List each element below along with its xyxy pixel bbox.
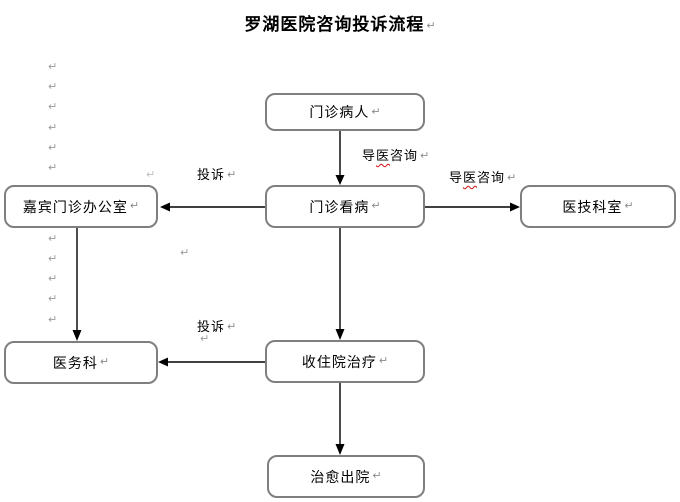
return-mark-icon: ↵ [48,252,58,265]
edge-label-text: 投诉 [197,168,226,183]
return-mark-icon: ↵ [378,354,389,367]
node-label: 嘉宾门诊办公室 [22,199,128,216]
edge-label-text-misspelled: 医 [376,149,391,164]
return-mark-icon: ↵ [507,171,517,184]
arrow-visit-to-medical-tech [425,202,520,212]
edge-label-text: 咨询 [477,171,506,186]
node-medical-affairs: 医务科↵ [4,341,158,384]
node-hospitalization: 收住院治疗↵ [265,340,425,383]
return-mark-icon: ↵ [48,121,58,134]
return-mark-icon: ↵ [146,168,156,181]
return-mark-icon: ↵ [48,100,58,113]
node-outpatient-patient: 门诊病人↵ [265,93,425,131]
node-label: 门诊病人 [309,105,370,121]
node-vip-clinic-office: 嘉宾门诊办公室↵ [4,185,158,228]
return-mark-icon: ↵ [48,141,58,154]
edge-label-complaint-2: 投诉↵ [197,316,236,335]
return-mark-icon: ↵ [420,149,430,162]
page-title-text: 罗湖医院咨询投诉流程 [244,15,425,35]
node-discharge: 治愈出院↵ [267,455,425,498]
return-mark-icon: ↵ [180,246,190,259]
arrow-patient-to-visit [335,131,345,185]
edge-label-text: 投诉 [197,320,226,335]
return-mark-icon: ↵ [372,469,382,482]
node-label: 医务科 [52,355,98,372]
return-mark-icon: ↵ [48,313,58,326]
return-mark-icon: ↵ [48,292,58,305]
edge-label-guide-consult-1: 导医咨询↵ [362,145,429,164]
node-label: 治愈出院 [310,469,371,486]
return-mark-icon: ↵ [227,320,237,333]
arrow-visit-to-vip-office [160,202,265,212]
node-label: 医技科室 [562,199,623,216]
edge-label-guide-consult-2: 导医咨询↵ [449,167,516,186]
return-mark-icon: ↵ [227,168,237,181]
return-mark-icon: ↵ [48,60,58,73]
edge-label-text: 导 [449,171,464,186]
arrow-visit-to-hospitalization [335,228,345,340]
edge-label-text: 导 [362,149,377,164]
page-title: 罗湖医院咨询投诉流程↵ [0,10,680,35]
edge-label-complaint-1: 投诉↵ [197,164,236,183]
edge-label-text-misspelled: 医 [463,171,478,186]
node-outpatient-visit: 门诊看病↵ [265,185,425,228]
node-label: 收住院治疗 [301,354,377,371]
return-mark-icon: ↵ [371,104,381,118]
return-mark-icon: ↵ [99,355,110,368]
node-label: 门诊看病 [309,199,370,216]
arrow-hospitalization-to-discharge [335,383,345,455]
edge-label-text: 咨询 [390,149,419,164]
return-mark-icon: ↵ [426,19,436,32]
return-mark-icon: ↵ [371,199,381,212]
return-mark-icon: ↵ [200,332,210,345]
arrow-hospitalization-to-medical-affairs [158,357,265,367]
return-mark-icon: ↵ [624,199,634,212]
return-mark-icon: ↵ [48,80,58,93]
node-medical-tech-dept: 医技科室↵ [520,185,676,228]
arrow-vip-office-to-medical-affairs [72,228,82,341]
return-mark-icon: ↵ [48,232,58,245]
return-mark-icon: ↵ [48,272,58,285]
return-mark-icon: ↵ [129,199,140,212]
return-mark-icon: ↵ [48,161,58,174]
